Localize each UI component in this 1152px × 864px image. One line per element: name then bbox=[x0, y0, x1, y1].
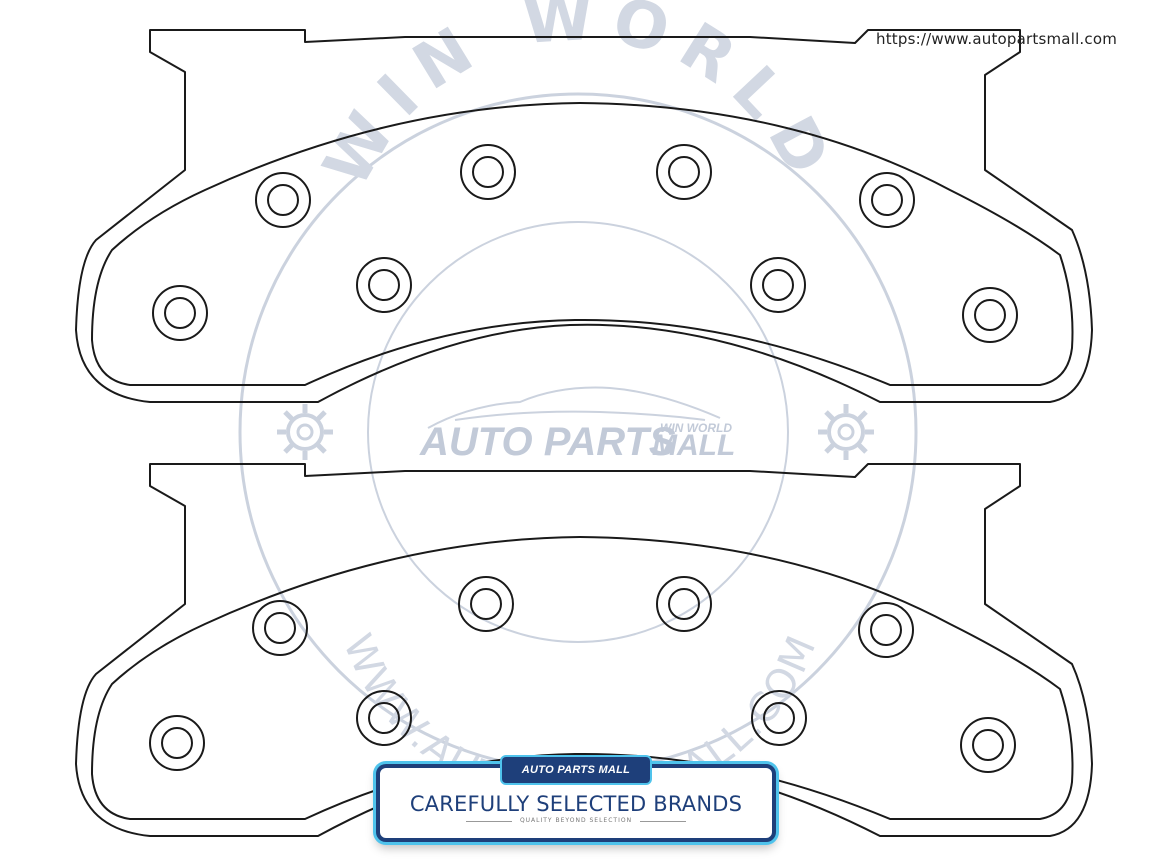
rivets-bottom bbox=[149, 576, 1016, 773]
gear-icon-left bbox=[277, 404, 333, 460]
backing-plate-top bbox=[75, 29, 1093, 403]
badge-logo-text: AUTO PARTS MALL bbox=[521, 764, 631, 776]
friction-pad-bottom bbox=[91, 536, 1074, 820]
watermark-brand-tag: WIN WORLD bbox=[660, 421, 732, 435]
watermark-brand-text: AUTO PARTS bbox=[419, 420, 676, 464]
gear-icon-right bbox=[818, 404, 874, 460]
watermark-brand-suffix: MALL bbox=[652, 429, 735, 462]
watermark-inner-ring bbox=[367, 221, 789, 643]
badge-divider-right bbox=[640, 821, 686, 822]
badge-title: CAREFULLY SELECTED BRANDS bbox=[409, 792, 743, 816]
website-url: https://www.autopartsmall.com bbox=[876, 30, 1118, 48]
rivets-top bbox=[152, 144, 1018, 343]
brake-pad-top bbox=[75, 29, 1093, 403]
watermark-arc-text: WIN WORLD bbox=[310, 0, 850, 199]
badge-logo-tab: AUTO PARTS MALL bbox=[502, 757, 650, 783]
badge-divider-left bbox=[466, 821, 512, 822]
badge-subtitle: QUALITY BEYOND SELECTION bbox=[519, 817, 633, 824]
car-silhouette-icon bbox=[427, 386, 721, 429]
friction-pad-top bbox=[91, 102, 1074, 386]
